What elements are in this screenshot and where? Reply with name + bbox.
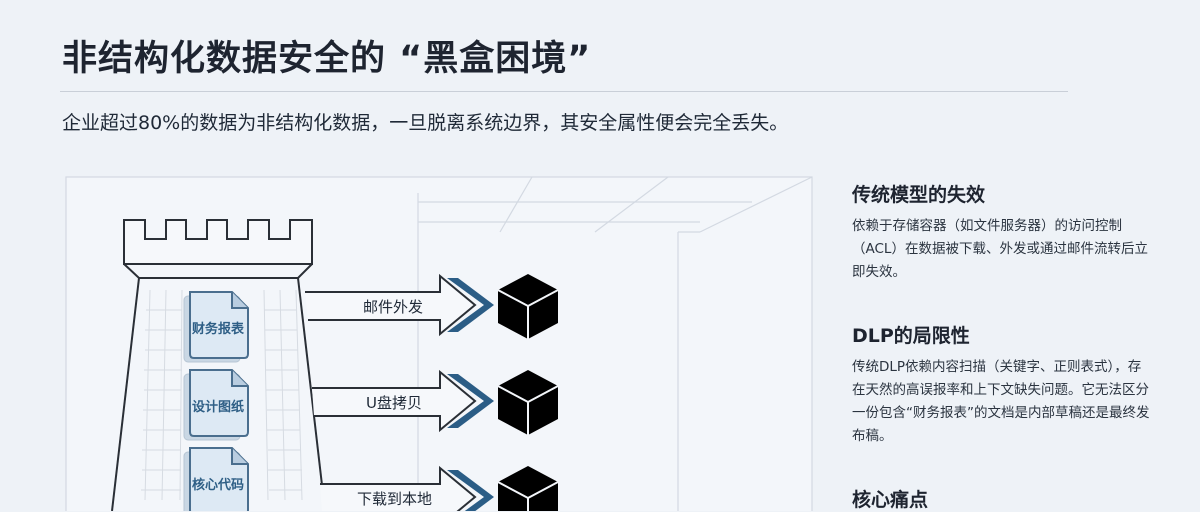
section-body: 依赖于存储容器（如文件服务器）的访问控制（ACL）在数据被下载、外发或通过邮件流…	[852, 218, 1148, 280]
channel-label-download: 下载到本地	[357, 490, 433, 508]
section-heading: 核心痛点	[852, 489, 929, 511]
document-icons	[183, 291, 249, 511]
channel-label-email: 邮件外发	[363, 298, 424, 316]
channel-label-usb: U盘拷贝	[366, 394, 422, 412]
document-icon-design	[183, 369, 249, 441]
tower-grid	[141, 289, 303, 501]
page-title: 非结构化数据安全的 “黑盒困境”	[62, 39, 592, 79]
arrow-usb	[312, 369, 494, 433]
tower-icon	[111, 219, 326, 511]
page-subtitle: 企业超过80%的数据为非结构化数据，一旦脱离系统边界，其安全属性便会完全丢失。	[62, 112, 789, 134]
section-core-pain-points: 核心痛点	[852, 485, 1152, 512]
black-box-diagram: 财务报表 设计图纸 核心代码 邮件外发 U盘拷贝 下载到本地	[65, 176, 813, 511]
section-dlp-limitations: DLP的局限性 传统DLP依赖内容扫描（关键字、正则表式），存在天然的高误报率和…	[852, 321, 1152, 448]
arrow-email	[305, 273, 494, 337]
document-label-finance: 财务报表	[192, 322, 245, 337]
section-heading: 传统模型的失效	[852, 184, 986, 206]
document-icon-finance	[183, 291, 249, 363]
arrow-download	[320, 465, 494, 511]
title-divider	[60, 91, 1068, 92]
black-cube-icon	[497, 274, 559, 339]
document-label-code: 核心代码	[192, 478, 245, 493]
section-traditional-model: 传统模型的失效 依赖于存储容器（如文件服务器）的访问控制（ACL）在数据被下载、…	[852, 180, 1152, 284]
section-body: 传统DLP依赖内容扫描（关键字、正则表式），存在天然的高误报率和上下文缺失问题。…	[852, 359, 1150, 444]
document-label-design: 设计图纸	[192, 400, 245, 415]
black-cube-icon	[497, 466, 559, 511]
black-cube-icon	[497, 370, 559, 435]
black-cube-icons	[497, 274, 559, 511]
document-icon-code	[183, 447, 249, 511]
section-heading: DLP的局限性	[852, 325, 970, 347]
channel-arrows	[305, 273, 494, 511]
